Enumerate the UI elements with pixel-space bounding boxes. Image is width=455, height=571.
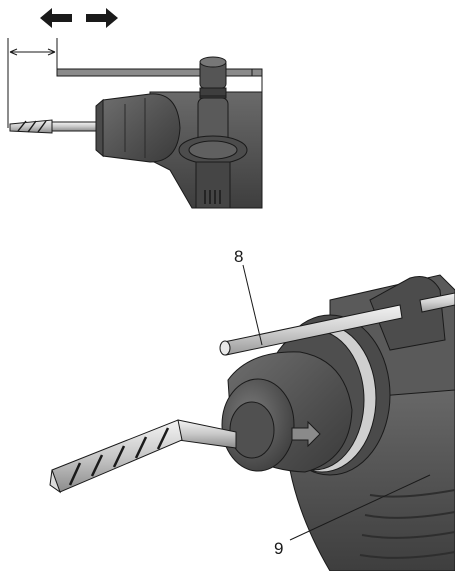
handle-callout-label: 9 [274, 539, 284, 558]
callout-leaders [242, 264, 431, 541]
depth-stop-rod [219, 292, 455, 356]
dimension-arrow-icon [7, 38, 58, 128]
depth-stop-callout-label: 8 [234, 247, 244, 266]
drill-body-top [9, 56, 263, 209]
drill-body-bottom [49, 274, 455, 571]
left-right-arrows-icon [40, 8, 118, 28]
